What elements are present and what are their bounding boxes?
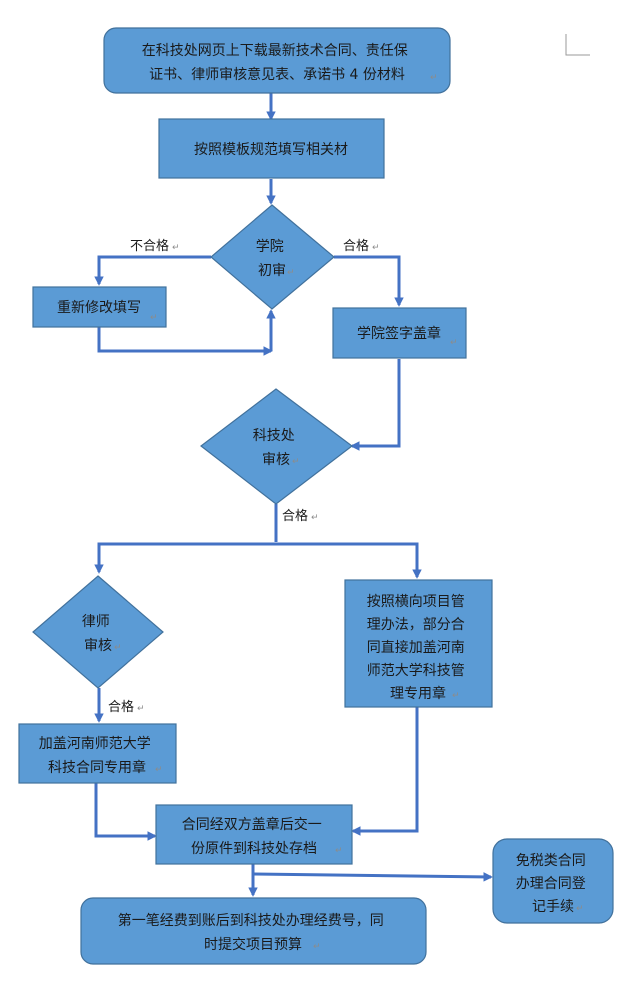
node-fill-text: 按照模板规范填写相关材: [194, 141, 348, 158]
return-arrow-icon: ↵: [450, 338, 458, 348]
node-funding-text: 第一笔经费到账后到科技处办理经费号，同 时提交项目预算: [118, 912, 388, 953]
nodes: 在科技处网页上下载最新技术合同、责任保 证书、律师审核意见表、承诺书 4 份材料…: [18, 27, 614, 965]
node-horizontal-text: 按照横向项目管 理办法，部分合 同直接加盖河南 师范大学科技管 理专用章: [367, 594, 469, 702]
node-lawyer-review-text: 律师 审核: [82, 614, 114, 654]
node-college-seal: [332, 307, 467, 359]
edge-horizontal-archive: [351, 707, 419, 836]
return-arrow-icon: ↵: [150, 313, 158, 323]
return-arrow-icon: ↵: [155, 765, 163, 775]
return-arrow-icon: ↵: [576, 904, 584, 914]
edge-split-right: [276, 542, 422, 579]
edge-seal-sti-review: [350, 359, 401, 451]
node-college-review-text: 学院 初审: [256, 239, 288, 279]
node-revise: [32, 286, 167, 328]
page-corner-mark: [565, 34, 590, 56]
node-contract-seal: [18, 723, 177, 784]
edge-label-pass-college: 合格: [343, 238, 369, 254]
edge-label-fail: 不合格: [130, 238, 169, 254]
node-lawyer-review: [32, 575, 164, 689]
node-sti-review: [200, 388, 353, 505]
return-arrow-icon: ↵: [452, 691, 460, 701]
return-arrow-icon: ↵: [430, 73, 438, 83]
node-horizontal: [344, 579, 493, 708]
return-arrow-icon: ↵: [114, 643, 122, 653]
node-download: [103, 27, 451, 94]
edge-split-left: [94, 542, 276, 574]
return-arrow-icon: ↵: [137, 704, 145, 714]
return-arrow-icon: ↵: [372, 243, 380, 253]
node-download-text: 在科技处网页上下载最新技术合同、责任保 证书、律师审核意见表、承诺书 4 份材料: [142, 43, 412, 83]
node-sti-review-text: 科技处 审核: [253, 428, 299, 468]
node-college-seal-text: 学院签字盖章: [357, 325, 441, 342]
edge-college-review-revise: [94, 255, 211, 286]
edge-labels: 不合格 ↵ 合格 ↵ 合格 ↵ 合格 ↵: [108, 238, 380, 715]
node-contract-seal-text: 加盖河南师范大学 科技合同专用章: [39, 735, 155, 776]
node-college-review: [210, 204, 335, 310]
return-arrow-icon: ↵: [287, 268, 295, 278]
node-archive: [155, 804, 353, 865]
edge-label-pass-sti: 合格: [282, 508, 308, 524]
node-taxfree: [492, 838, 614, 924]
return-arrow-icon: ↵: [335, 846, 343, 856]
node-taxfree-text: 免税类合同 办理合同登 记手续: [516, 853, 590, 915]
node-fill: [158, 118, 385, 179]
edges: [94, 93, 493, 897]
edge-archive-taxfree: [252, 872, 493, 882]
edge-contract-seal-archive: [94, 783, 157, 841]
edge-revise-college-review: [97, 326, 271, 353]
edge-college-review-seal: [334, 255, 404, 307]
return-arrow-icon: ↵: [292, 457, 300, 467]
node-funding: [80, 897, 427, 965]
node-revise-text: 重新修改填写: [57, 300, 141, 316]
return-arrow-icon: ↵: [311, 513, 319, 523]
return-arrow-icon: ↵: [172, 243, 180, 253]
return-arrow-icon: ↵: [313, 942, 321, 952]
edge-label-pass-lawyer: 合格: [108, 699, 134, 715]
node-archive-text: 合同经双方盖章后交一 份原件到科技处存档: [182, 816, 326, 857]
